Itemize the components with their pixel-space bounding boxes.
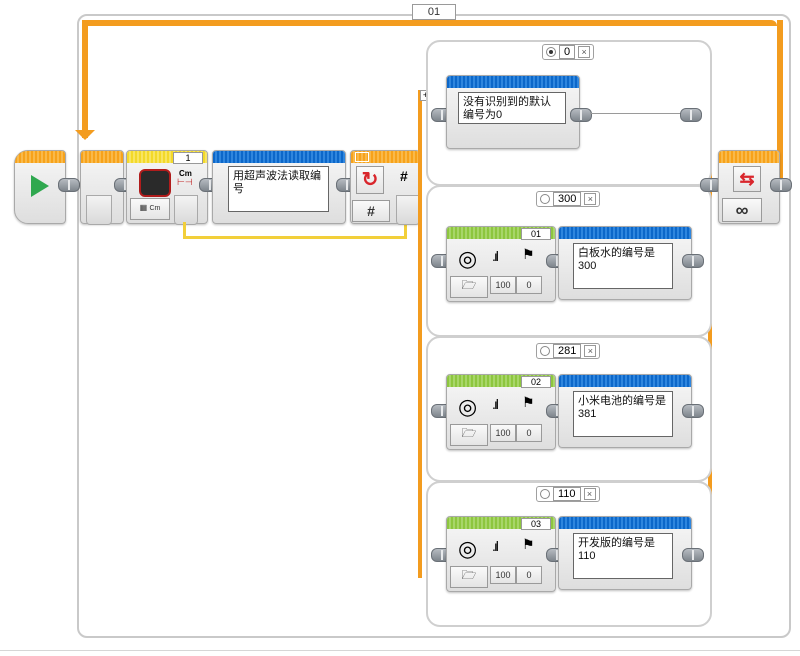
- case-default-radio[interactable]: [546, 47, 556, 57]
- distance-arrow-icon: ⊢⊣: [177, 177, 193, 187]
- checkered-flag-icon: ⚑: [522, 246, 535, 262]
- speaker-icon: ◎: [458, 246, 478, 271]
- sequence-plug: [680, 108, 702, 122]
- sequence-plug: [58, 178, 80, 192]
- port-tag[interactable]: 01: [521, 228, 551, 240]
- speaker-icon: ◎: [458, 536, 478, 561]
- sequence-plug: [682, 254, 704, 268]
- case-tab-2[interactable]: 281 ×: [536, 343, 601, 359]
- sequence-plug: [570, 108, 592, 122]
- start-block[interactable]: [14, 150, 66, 224]
- remove-case-button[interactable]: ×: [583, 488, 596, 500]
- comment-text[interactable]: 没有识别到的默认编号为0: [458, 92, 566, 124]
- volume-bars-icon: .ıl: [492, 538, 499, 554]
- case-value[interactable]: 0: [559, 45, 576, 59]
- case-tab-3[interactable]: 110 ×: [536, 486, 600, 502]
- mode-icon: ▦: [139, 203, 150, 212]
- loop-start-bar: [81, 151, 123, 163]
- case-default-radio[interactable]: [540, 489, 550, 499]
- comment-text[interactable]: 白板水的编号是300: [573, 243, 673, 289]
- sound-mode-button[interactable]: 🗁: [450, 276, 488, 298]
- sequence-plug: [682, 404, 704, 418]
- play-type-input[interactable]: 0: [516, 424, 542, 442]
- play-icon: [31, 175, 49, 197]
- comment-bar: [213, 151, 345, 163]
- loop-return-arrow-icon: [75, 130, 95, 140]
- remove-case-button[interactable]: ×: [584, 345, 597, 357]
- port-tag[interactable]: 03: [521, 518, 551, 530]
- switch-wire-right: [708, 90, 712, 578]
- case-default-radio[interactable]: [540, 194, 550, 204]
- loop-return-wire-left: [82, 20, 88, 138]
- folder-icon: 🗁: [461, 568, 477, 582]
- ultrasonic-sensor-icon: [139, 169, 171, 197]
- loop-start-tab: [86, 195, 112, 225]
- folder-icon: 🗁: [461, 278, 477, 292]
- sequence-wire: [590, 113, 682, 114]
- speaker-icon: ◎: [458, 394, 478, 419]
- volume-bars-icon: .ıl: [492, 248, 499, 264]
- ultrasonic-output-tab[interactable]: [174, 195, 198, 225]
- switch-input-tab[interactable]: [396, 195, 420, 225]
- unit-label: Cm: [179, 169, 192, 178]
- case-default-radio[interactable]: [540, 346, 550, 356]
- remove-case-button[interactable]: ×: [584, 193, 597, 205]
- switch-mode-button[interactable]: #: [352, 200, 390, 222]
- loop-icon: ⇆: [733, 166, 761, 192]
- sound-mode-button[interactable]: 🗁: [450, 424, 488, 446]
- port-tag[interactable]: 1: [173, 152, 203, 164]
- play-type-input[interactable]: 0: [516, 276, 542, 294]
- volume-input[interactable]: 100: [490, 276, 516, 294]
- switch-icon: ↻: [356, 166, 384, 194]
- mode-selector[interactable]: ▦ Cm: [130, 198, 170, 220]
- checkered-flag-icon: ⚑: [522, 394, 535, 410]
- case-value[interactable]: 110: [553, 487, 581, 501]
- loop-return-wire-top: [82, 20, 777, 26]
- comment-text[interactable]: 用超声波法读取编号: [228, 166, 329, 212]
- port-tag[interactable]: 02: [521, 376, 551, 388]
- folder-icon: 🗁: [461, 426, 477, 440]
- mode-label: Cm: [149, 205, 161, 212]
- volume-input[interactable]: 100: [490, 424, 516, 442]
- switch-view-icon[interactable]: [355, 152, 369, 162]
- loop-mode-button[interactable]: ∞: [722, 198, 762, 222]
- comment-bar: [559, 517, 691, 529]
- case-value[interactable]: 300: [553, 192, 582, 206]
- start-block-bar: [15, 151, 65, 163]
- loop-label[interactable]: 01: [412, 4, 456, 20]
- comment-text[interactable]: 小米电池的编号是381: [573, 391, 673, 437]
- case-tab-1[interactable]: 300 ×: [536, 191, 601, 207]
- data-wire: [183, 236, 407, 239]
- volume-input[interactable]: 100: [490, 566, 516, 584]
- play-type-input[interactable]: 0: [516, 566, 542, 584]
- loop-end-bar: [719, 151, 779, 163]
- comment-bar: [559, 227, 691, 239]
- checkered-flag-icon: ⚑: [522, 536, 535, 552]
- comment-bar: [559, 375, 691, 387]
- comment-text[interactable]: 开发版的编号是110: [573, 533, 673, 579]
- data-wire: [183, 222, 186, 239]
- case-tab-0[interactable]: 0 ×: [542, 44, 595, 60]
- switch-hash-label: #: [400, 168, 408, 184]
- sequence-plug: [682, 548, 704, 562]
- volume-bars-icon: .ıl: [492, 396, 499, 412]
- switch-wire-left: [418, 90, 422, 578]
- canvas-bottom-divider: [0, 650, 800, 651]
- remove-case-button[interactable]: ×: [578, 46, 591, 58]
- loop-return-wire-right: [777, 20, 783, 185]
- case-value[interactable]: 281: [553, 344, 582, 358]
- sound-mode-button[interactable]: 🗁: [450, 566, 488, 588]
- sequence-plug: [770, 178, 792, 192]
- comment-bar: [447, 76, 579, 88]
